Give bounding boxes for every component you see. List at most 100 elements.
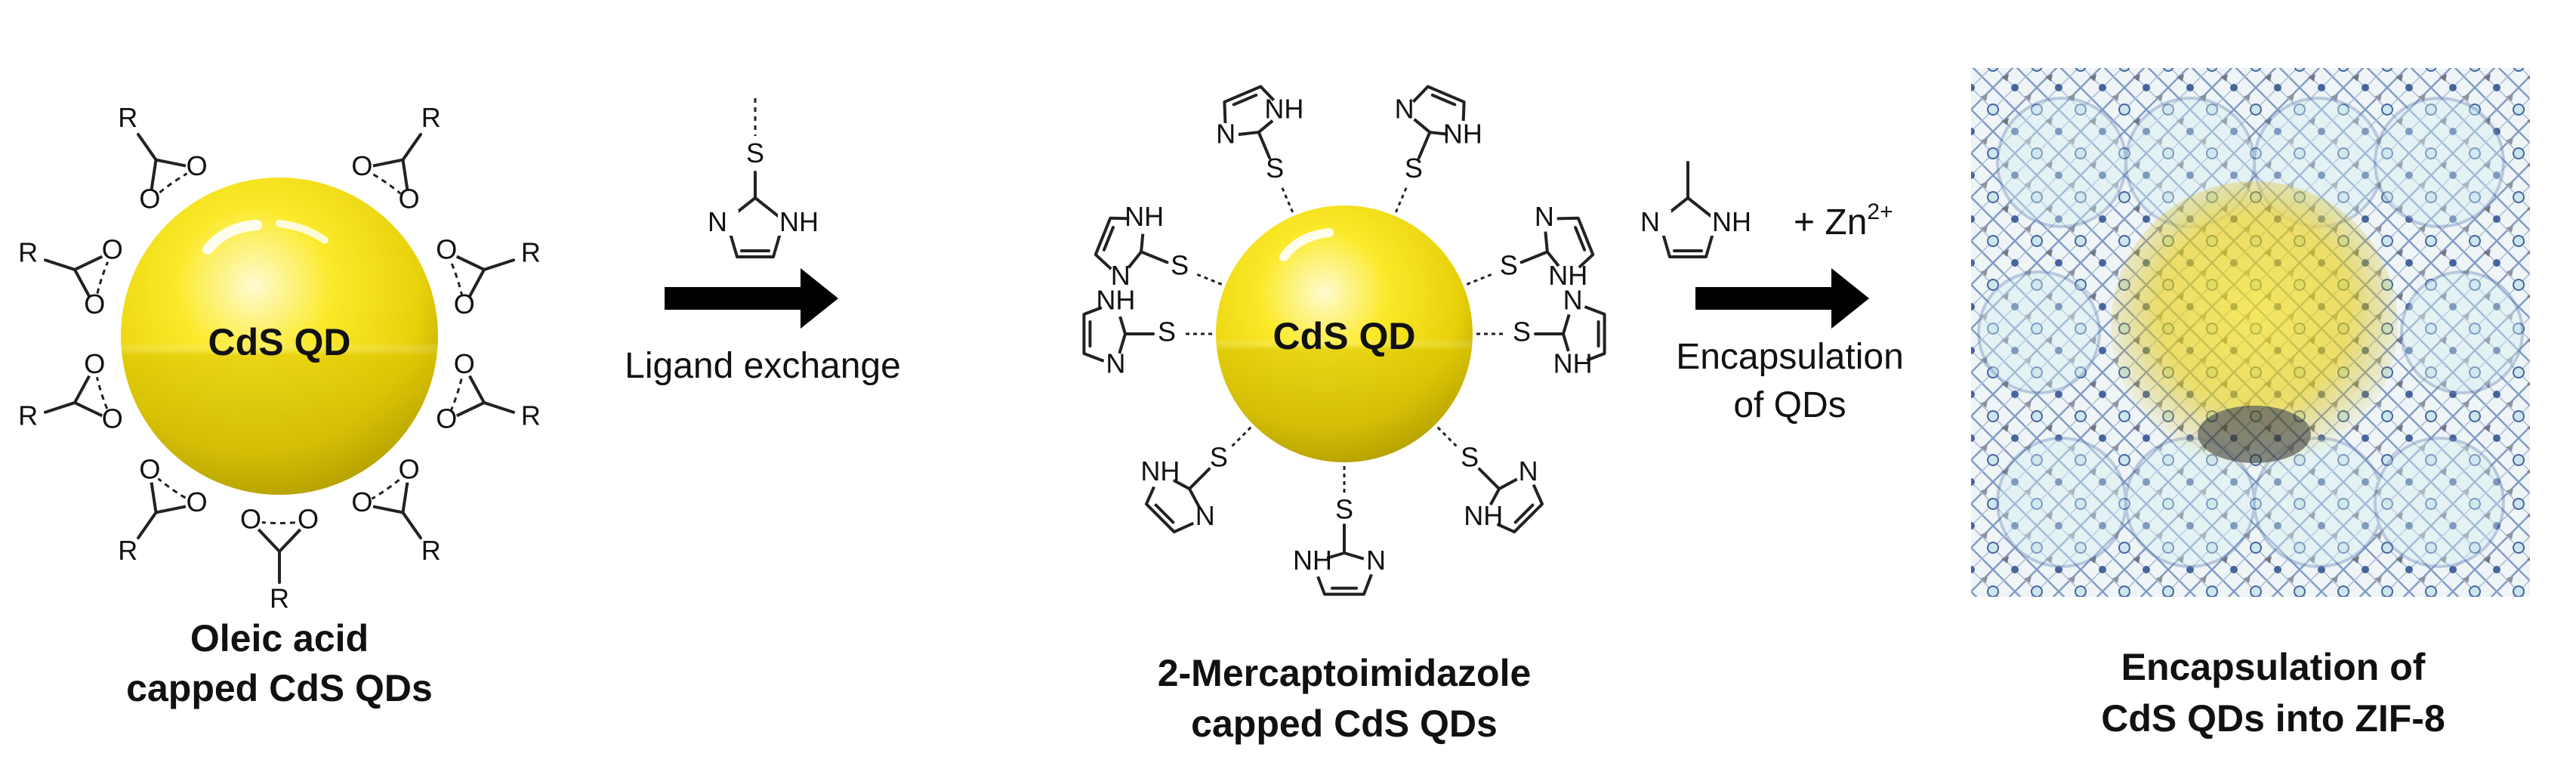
ligand-o-label: O bbox=[84, 348, 105, 379]
imidazole-ligand: SNH N bbox=[1293, 466, 1389, 596]
oleate-ligand: ROO bbox=[435, 348, 541, 434]
reagent-nh-atom: NH bbox=[779, 206, 819, 237]
encapsulation-step: N NH + Zn2+ Encapsulation of QDs bbox=[1640, 161, 1904, 425]
oleate-ligand: R O O bbox=[239, 504, 319, 614]
ligand-n-label: N bbox=[1535, 201, 1554, 232]
ligand-s-label: S bbox=[1513, 317, 1531, 347]
imidazole-ligand: S NH N bbox=[1140, 426, 1252, 534]
oleate-ligand: R OO bbox=[118, 453, 208, 566]
ligand-exchange-step: S N NH Ligand exchange bbox=[625, 98, 901, 386]
ligand-s-label: S bbox=[1461, 442, 1479, 473]
ligand-o-label: O bbox=[351, 150, 372, 181]
ligand-nh-label: NH bbox=[1548, 260, 1587, 291]
arrow-1 bbox=[665, 268, 838, 329]
encapsulation-label-line1: Encapsulation bbox=[1676, 337, 1904, 377]
ligand-n-label: N bbox=[1195, 500, 1215, 531]
qd-sphere-2-band bbox=[1216, 205, 1473, 462]
zif8-encapsulation-panel: Encapsulation of CdS QDs into ZIF-8 bbox=[1971, 68, 2530, 740]
ligand-s-label: S bbox=[1500, 249, 1518, 280]
ligand-r-label: R bbox=[18, 400, 38, 431]
ligand-nh-label: NH bbox=[1264, 94, 1303, 125]
ligand-n-label: N bbox=[1519, 456, 1538, 486]
imidazole-ligand: SNH N bbox=[1094, 201, 1223, 291]
ligand-o-label: O bbox=[139, 184, 160, 215]
ligand-o-label: O bbox=[351, 486, 372, 517]
caption-mercapto-line2: capped CdS QDs bbox=[1191, 703, 1498, 745]
ligand-o-label: O bbox=[399, 453, 420, 484]
ligand-nh-label: NH bbox=[1464, 500, 1503, 531]
zinc-charge: 2+ bbox=[1867, 199, 1893, 224]
reagent-n-atom: N bbox=[708, 206, 727, 237]
ligand-n-label: N bbox=[1106, 348, 1125, 379]
ligand-r-label: R bbox=[421, 535, 441, 566]
ligand-o-label: O bbox=[298, 504, 319, 535]
caption-zif-line1: Encapsulation of bbox=[2121, 646, 2426, 688]
ligand-o-label: O bbox=[399, 184, 420, 215]
caption-zif-line2: CdS QDs into ZIF-8 bbox=[2101, 697, 2445, 740]
ligand-nh-label: NH bbox=[1443, 118, 1482, 149]
caption-mercapto-line1: 2-Mercaptoimidazole bbox=[1158, 652, 1532, 694]
ligand-o-label: O bbox=[454, 348, 475, 379]
oleate-ligand: R OO bbox=[18, 234, 124, 320]
ligand-o-label: O bbox=[240, 504, 261, 535]
reagent-s-atom: S bbox=[746, 137, 764, 168]
ligand-n-label: N bbox=[1366, 545, 1386, 576]
ligand-o-label: O bbox=[84, 289, 105, 320]
ligand-r-label: R bbox=[521, 400, 541, 431]
ligand-n-label: N bbox=[1395, 94, 1414, 125]
arrow-2 bbox=[1695, 268, 1869, 329]
oleate-ligand: R OO bbox=[435, 234, 541, 320]
ligand-nh-label: NH bbox=[1293, 545, 1332, 576]
ligand-s-label: S bbox=[1335, 494, 1353, 525]
ligand-s-label: S bbox=[1158, 317, 1176, 347]
ligand-r-label: R bbox=[521, 236, 541, 267]
oleate-ligand: R OO bbox=[350, 102, 441, 215]
oleate-ligand: R OO bbox=[18, 348, 124, 434]
ligand-nh-label: NH bbox=[1553, 348, 1593, 379]
qd-sphere-2-glint bbox=[1279, 228, 1334, 261]
imidazole-ligand: S NH N bbox=[1466, 201, 1595, 293]
ligand-r-label: R bbox=[421, 102, 441, 133]
ligand-n-label: N bbox=[1111, 260, 1131, 291]
imidazole-ligand: S NH N bbox=[1436, 426, 1544, 534]
imidazole-ligand: S NH N bbox=[1476, 285, 1606, 381]
ligand-n-label: N bbox=[1216, 118, 1236, 149]
ligand-o-label: O bbox=[102, 403, 123, 434]
ligand-nh-label: NH bbox=[1096, 285, 1135, 316]
ligand-o-label: O bbox=[139, 453, 160, 484]
ligand-s-label: S bbox=[1210, 442, 1228, 473]
ligand-o-label: O bbox=[187, 486, 208, 517]
ligand-nh-label: NH bbox=[1140, 456, 1180, 486]
caption-oleic-line2: capped CdS QDs bbox=[126, 667, 433, 709]
mercaptoimidazole-reagent: S N NH bbox=[708, 98, 820, 258]
ligand-n-label: N bbox=[1563, 285, 1583, 316]
ligand-r-label: R bbox=[270, 583, 289, 614]
oleate-ligand: ROO bbox=[118, 102, 208, 215]
ligand-o-label: O bbox=[102, 234, 123, 265]
ligand-s-label: S bbox=[1171, 249, 1189, 280]
ligand-r-label: R bbox=[118, 535, 137, 566]
ligand-o-label: O bbox=[454, 289, 475, 320]
zinc-ion-label: + Zn2+ bbox=[1794, 199, 1893, 242]
qd-label-1: CdS QD bbox=[208, 321, 351, 363]
reagent2-nh-atom: NH bbox=[1712, 206, 1751, 237]
ligand-nh-label: NH bbox=[1124, 201, 1164, 232]
ligand-r-label: R bbox=[18, 236, 38, 267]
imidazole-ligand: S NH N bbox=[1082, 285, 1212, 379]
oleate-ligand: R OO bbox=[350, 453, 441, 566]
reagent2-n-atom: N bbox=[1640, 206, 1660, 237]
ligand-o-label: O bbox=[436, 234, 457, 265]
encapsulation-label-line2: of QDs bbox=[1733, 385, 1846, 425]
ligand-exchange-label: Ligand exchange bbox=[625, 346, 901, 386]
qd-sphere-1-glint bbox=[202, 220, 262, 255]
ligand-o-label: O bbox=[187, 150, 208, 181]
qd-sphere-1-band bbox=[121, 178, 438, 495]
qd-label-2: CdS QD bbox=[1273, 315, 1416, 357]
